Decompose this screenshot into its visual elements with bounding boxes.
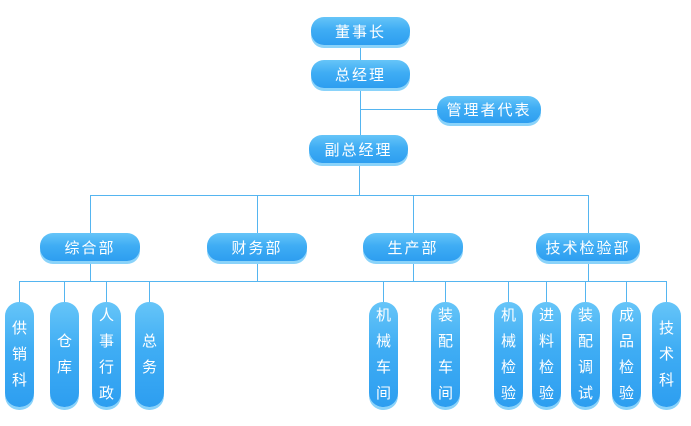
connector-section-rail bbox=[19, 281, 666, 282]
node-label: 总务 bbox=[141, 332, 157, 376]
node-sec-assembly-workshop: 装配车间 bbox=[431, 302, 460, 407]
connector-drop-dept-finance bbox=[257, 195, 258, 233]
connector-drop-supply-sales bbox=[19, 281, 20, 302]
node-chairman: 董事长 bbox=[311, 17, 410, 45]
node-dept-technical-inspection: 技术检验部 bbox=[536, 233, 640, 261]
node-sec-general-affairs: 总务 bbox=[135, 302, 164, 407]
node-sec-machining-workshop: 机械车间 bbox=[369, 302, 398, 407]
connector-drop-dept-production bbox=[413, 195, 414, 233]
connector-drop-assembly-workshop bbox=[445, 281, 446, 302]
node-label: 进料检验 bbox=[538, 306, 554, 402]
connector-dept-finance-down bbox=[257, 261, 258, 281]
node-sec-warehouse: 仓库 bbox=[50, 302, 79, 407]
node-label: 装配车间 bbox=[437, 306, 453, 402]
connector-drop-general-affairs bbox=[149, 281, 150, 302]
connector-chairman-to-gm bbox=[360, 45, 361, 60]
node-label: 机械检验 bbox=[500, 306, 516, 402]
connector-department-rail bbox=[90, 195, 588, 196]
node-sec-finished-product-inspection: 成品检验 bbox=[612, 302, 641, 407]
connector-drop-machining-workshop bbox=[383, 281, 384, 302]
connector-drop-machine-inspection bbox=[508, 281, 509, 302]
node-label: 成品检验 bbox=[618, 306, 634, 402]
connector-drop-dept-technical-inspection bbox=[588, 195, 589, 233]
node-sec-technical-section: 技术科 bbox=[652, 302, 681, 407]
node-sec-assembly-debugging: 装配调试 bbox=[571, 302, 600, 407]
connector-drop-technical-section bbox=[666, 281, 667, 302]
node-dept-comprehensive: 综合部 bbox=[40, 233, 140, 261]
node-label: 供销科 bbox=[11, 319, 27, 389]
connector-drop-warehouse bbox=[64, 281, 65, 302]
node-label: 技术科 bbox=[658, 319, 674, 389]
node-deputy-general-manager: 副总经理 bbox=[309, 135, 408, 163]
node-general-manager: 总经理 bbox=[311, 60, 410, 88]
node-dept-production: 生产部 bbox=[363, 233, 463, 261]
node-sec-machine-inspection: 机械检验 bbox=[494, 302, 523, 407]
connector-to-management-representative bbox=[360, 109, 437, 110]
node-dept-finance: 财务部 bbox=[207, 233, 307, 261]
connector-drop-incoming-inspection bbox=[546, 281, 547, 302]
node-label: 机械车间 bbox=[375, 306, 391, 402]
connector-drop-dept-comprehensive bbox=[90, 195, 91, 233]
node-label: 装配调试 bbox=[577, 306, 593, 402]
connector-gm-to-deputy-gm bbox=[360, 88, 361, 135]
connector-dept-technical-inspection-down bbox=[588, 261, 589, 281]
connector-drop-hr-admin bbox=[106, 281, 107, 302]
node-sec-supply-sales: 供销科 bbox=[5, 302, 34, 407]
connector-drop-assembly-debugging bbox=[585, 281, 586, 302]
connector-dept-comprehensive-down bbox=[90, 261, 91, 281]
connector-drop-finished-inspection bbox=[626, 281, 627, 302]
node-management-representative: 管理者代表 bbox=[437, 96, 541, 123]
node-label: 人事行政 bbox=[98, 306, 114, 402]
connector-dept-production-down bbox=[413, 261, 414, 281]
node-sec-hr-admin: 人事行政 bbox=[92, 302, 121, 407]
node-sec-incoming-inspection: 进料检验 bbox=[532, 302, 561, 407]
connector-deputy-gm-down bbox=[359, 163, 360, 195]
node-label: 仓库 bbox=[56, 332, 72, 376]
